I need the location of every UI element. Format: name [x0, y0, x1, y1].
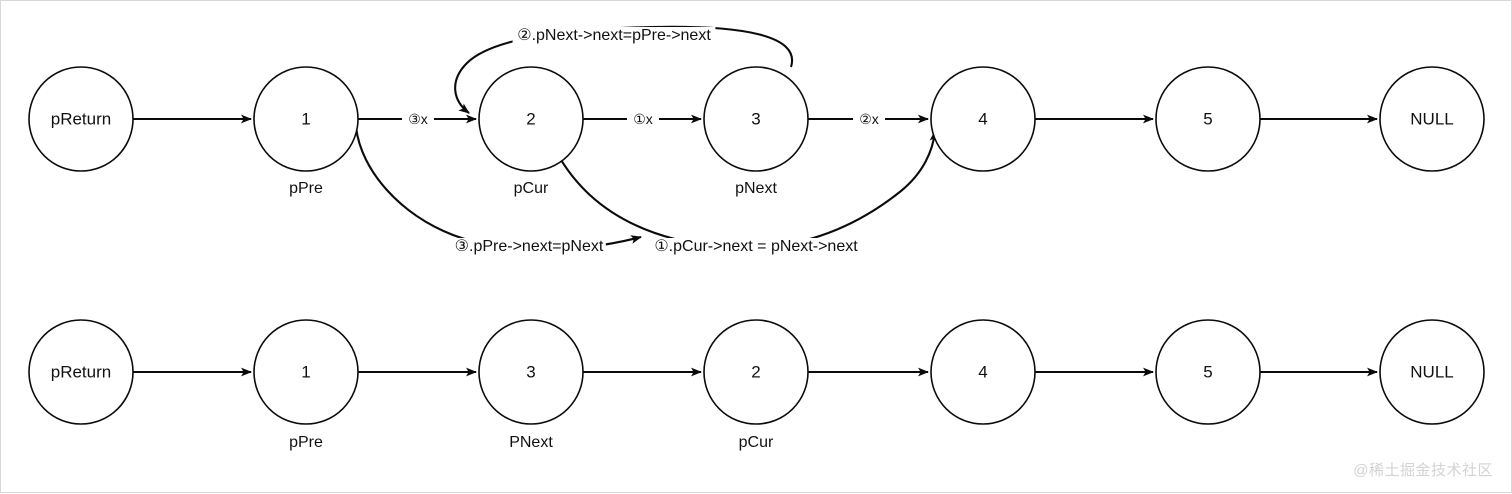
node-circle — [253, 319, 359, 425]
node-circle — [478, 66, 584, 172]
node-circle — [1155, 319, 1261, 425]
list-node: 4 — [930, 66, 1036, 172]
node-circle — [930, 319, 1036, 425]
node-label: pReturn — [51, 109, 111, 128]
node-label: 2 — [526, 109, 535, 128]
edge-tag-label: ①x — [633, 111, 653, 127]
row-before-edge-tags: ③x ①x ②x — [402, 110, 885, 128]
node-circle — [478, 319, 584, 425]
node-caption: pNext — [735, 180, 777, 197]
list-node: 2 pCur — [703, 319, 809, 451]
node-circle — [28, 319, 134, 425]
list-node: pReturn — [28, 319, 134, 425]
node-label: NULL — [1410, 362, 1453, 381]
node-circle — [703, 319, 809, 425]
operation-curves — [354, 25, 939, 251]
list-node: 2 pCur — [478, 66, 584, 197]
list-node: 1 pPre — [253, 66, 359, 197]
operation-label: ②.pNext->next=pPre->next — [517, 27, 711, 44]
list-node: 3 pNext — [703, 66, 809, 197]
node-label: 3 — [526, 362, 535, 381]
node-label: 4 — [978, 109, 987, 128]
edge-tag-background — [402, 110, 434, 128]
node-label: 3 — [751, 109, 760, 128]
node-circle — [1379, 66, 1485, 172]
node-circle — [930, 66, 1036, 172]
node-caption: pPre — [289, 434, 323, 451]
edge-tag-label: ②x — [859, 111, 879, 127]
list-node: NULL — [1379, 66, 1485, 172]
operation-label-background — [452, 238, 606, 258]
row-before-nodes: pReturn 1 pPre 2 pCur 3 pNext 4 5 NULL — [28, 66, 1485, 197]
edge-tag-label: ③x — [408, 111, 428, 127]
node-label: 1 — [301, 362, 310, 381]
node-caption: pCur — [514, 180, 549, 197]
node-label: pReturn — [51, 362, 111, 381]
list-node: 5 — [1155, 319, 1261, 425]
node-label: 1 — [301, 109, 310, 128]
edge-tag-background — [627, 110, 659, 128]
node-circle — [28, 66, 134, 172]
node-caption: pCur — [739, 434, 774, 451]
node-label: 5 — [1203, 362, 1212, 381]
list-node: pReturn — [28, 66, 134, 172]
operation-label-background — [512, 27, 716, 47]
node-circle — [1379, 319, 1485, 425]
node-circle — [253, 66, 359, 172]
node-caption: pPre — [289, 180, 323, 197]
node-caption: PNext — [509, 434, 553, 451]
edge-tag-background — [853, 110, 885, 128]
list-node: 1 pPre — [253, 319, 359, 451]
operation-label: ①.pCur->next = pNext->next — [654, 238, 858, 255]
watermark: @稀土掘金技术社区 — [1353, 462, 1493, 479]
list-node: 4 — [930, 319, 1036, 425]
node-label: 2 — [751, 362, 760, 381]
operation-labels: ②.pNext->next=pPre->next ③.pPre->next=pNe… — [452, 27, 866, 258]
node-label: NULL — [1410, 109, 1453, 128]
node-label: 5 — [1203, 109, 1212, 128]
node-circle — [1155, 66, 1261, 172]
operation-label-background — [646, 238, 866, 258]
node-circle — [703, 66, 809, 172]
list-node: NULL — [1379, 319, 1485, 425]
operation-label: ③.pPre->next=pNext — [455, 238, 604, 255]
list-node: 5 — [1155, 66, 1261, 172]
node-label: 4 — [978, 362, 987, 381]
